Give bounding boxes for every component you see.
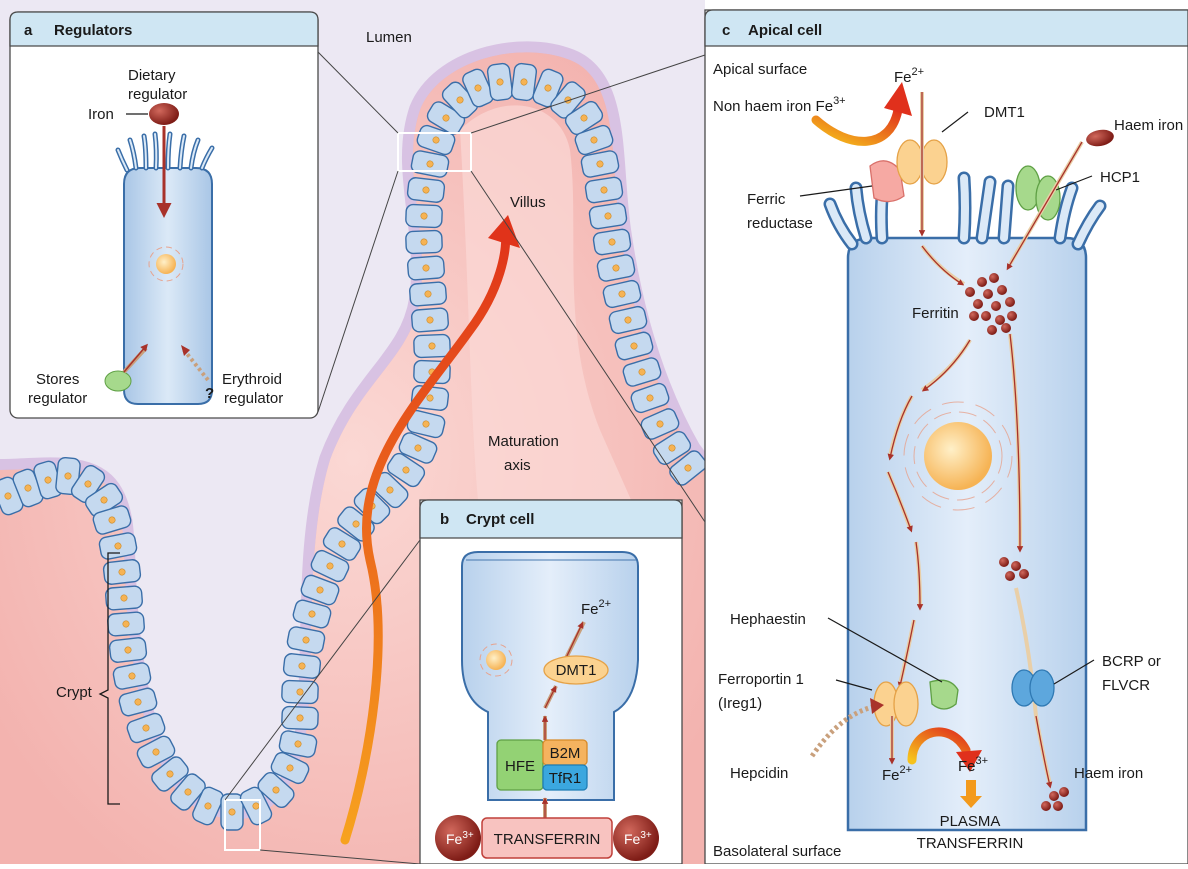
- dietary-regulator-label: regulator: [128, 86, 187, 103]
- haem-iron-top-label: Haem iron: [1114, 117, 1183, 134]
- b2m-label: B2M: [550, 745, 581, 762]
- hephaestin: [930, 680, 958, 709]
- epithelial-cell: [283, 653, 321, 679]
- basolateral-surface-label: Basolateral surface: [713, 843, 841, 860]
- epithelial-cell: [107, 612, 145, 637]
- ferric-reductase-label: reductase: [747, 215, 813, 232]
- panel-c-letter: c: [722, 22, 730, 39]
- bcrp-label: BCRP or: [1102, 653, 1161, 670]
- panel-a-title: Regulators: [54, 22, 132, 39]
- lumen-label: Lumen: [366, 29, 412, 46]
- panel-b-title: Crypt cell: [466, 511, 534, 528]
- epithelial-cell: [407, 177, 445, 203]
- stores-label: Stores: [36, 371, 79, 388]
- panel-crypt-cell: b Crypt cell Fe2+ DMT1 HFE B2M TfR1 TRAN…: [420, 500, 682, 864]
- plasma-transferrin-label: TRANSFERRIN: [917, 835, 1024, 852]
- erythroid-question: ?: [205, 385, 214, 402]
- apical-cell-body: [830, 178, 1100, 830]
- hfe-label: HFE: [505, 758, 535, 775]
- tfr1-label: TfR1: [549, 770, 582, 787]
- panel-regulators: a Regulators: [10, 12, 318, 418]
- dietary-iron-ball: [149, 103, 179, 125]
- bcrp-flvcr-transporter: [1012, 670, 1054, 706]
- haem-iron-bottom-label: Haem iron: [1074, 765, 1143, 782]
- panel-apical-cell: c Apical cell Apical surface Basolateral…: [705, 10, 1188, 864]
- iron-label: Iron: [88, 106, 114, 123]
- erythroid-label: Erythroid: [222, 371, 282, 388]
- erythroid-regulator-label: regulator: [224, 390, 283, 407]
- hepcidin-label: Hepcidin: [730, 765, 788, 782]
- epithelial-cell: [487, 63, 513, 102]
- apical-surface-label: Apical surface: [713, 61, 807, 78]
- epithelial-cell: [585, 176, 624, 203]
- epithelial-cell: [593, 228, 632, 255]
- epithelial-cell: [409, 282, 447, 307]
- epithelial-cell: [589, 202, 628, 229]
- ferric-label: Ferric: [747, 191, 786, 208]
- stores-regulator-label: regulator: [28, 390, 87, 407]
- villus-label: Villus: [510, 194, 546, 211]
- apical-dmt1-label: DMT1: [984, 104, 1025, 121]
- flvcr-label: FLVCR: [1102, 677, 1150, 694]
- epithelial-cell: [109, 637, 147, 663]
- epithelial-cell: [406, 230, 443, 253]
- crypt-label: Crypt: [56, 684, 93, 701]
- epithelial-cell: [407, 256, 445, 281]
- maturation-label: Maturation: [488, 433, 559, 450]
- ferroportin-label: Ferroportin 1: [718, 671, 804, 688]
- apical-cell-nucleus: [924, 422, 992, 490]
- epithelial-cell: [406, 204, 443, 227]
- non-haem-iron-label: Non haem iron Fe3+: [713, 95, 846, 115]
- ferritin-label: Ferritin: [912, 305, 959, 322]
- plasma-label: PLASMA: [940, 813, 1001, 830]
- transferrin-label: TRANSFERRIN: [494, 831, 601, 848]
- dietary-label: Dietary: [128, 67, 176, 84]
- stores-regulator-ball: [105, 371, 131, 391]
- panel-a-letter: a: [24, 22, 33, 39]
- ireg1-label: (Ireg1): [718, 695, 762, 712]
- hephaestin-label: Hephaestin: [730, 611, 806, 628]
- crypt-dmt1-label: DMT1: [556, 662, 597, 679]
- maturation-axis-label: axis: [504, 457, 531, 474]
- epithelial-cell: [105, 586, 143, 611]
- epithelial-cell: [411, 308, 449, 333]
- hcp1-label: HCP1: [1100, 169, 1140, 186]
- epithelial-cell: [414, 334, 451, 357]
- panel-b-letter: b: [440, 511, 449, 528]
- panel-c-title: Apical cell: [748, 22, 822, 39]
